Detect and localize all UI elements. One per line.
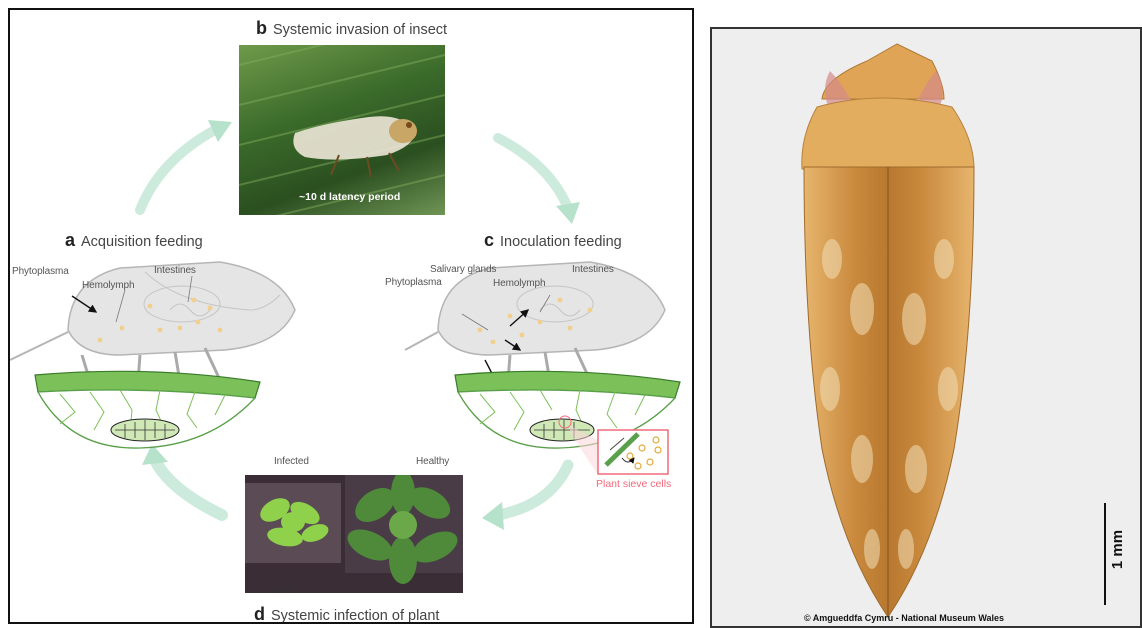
insect-photo: ~10 d latency period xyxy=(239,45,445,215)
label-hemolymph-left: Hemolymph xyxy=(82,280,134,291)
infected-vs-healthy-plants xyxy=(245,475,463,593)
stage-c-text: Inoculation feeding xyxy=(500,234,622,250)
leaf-section-left xyxy=(35,371,260,448)
stage-d-text: Systemic infection of plant xyxy=(271,608,439,624)
life-cycle-diagram: ~10 d latency period xyxy=(8,8,694,624)
stage-b-title: b Systemic invasion of insect xyxy=(256,18,447,39)
label-plant-sieve-cells: Plant sieve cells xyxy=(596,478,671,490)
label-duration: ~10 d xyxy=(266,585,291,596)
cycle-arrow-b-to-c xyxy=(498,138,580,224)
label-intestines-left: Intestines xyxy=(154,265,196,276)
label-intestines-right: Intestines xyxy=(572,264,614,275)
stage-a-letter: a xyxy=(65,230,75,250)
label-infected: Infected xyxy=(274,456,309,467)
scale-bar-label: 1 mm xyxy=(1109,530,1126,569)
stage-c-title: c Inoculation feeding xyxy=(484,230,622,251)
stage-b-letter: b xyxy=(256,18,267,38)
cycle-arrow-c-to-d xyxy=(482,465,568,530)
stage-d-letter: d xyxy=(254,604,265,624)
label-phytoplasma-left: Phytoplasma xyxy=(12,266,69,277)
leafhopper-specimen xyxy=(712,29,1142,628)
cycle-arrow-a-to-b xyxy=(140,120,232,210)
stage-a-title: a Acquisition feeding xyxy=(65,230,203,251)
stage-a-text: Acquisition feeding xyxy=(81,234,203,250)
scale-bar xyxy=(1104,503,1106,605)
specimen-photo-panel: 1 mm © Amgueddfa Cymru - National Museum… xyxy=(710,27,1142,628)
latency-period-caption: ~10 d latency period xyxy=(299,191,400,203)
photo-credit: © Amgueddfa Cymru - National Museum Wale… xyxy=(804,613,1004,623)
plant-photo xyxy=(245,475,463,593)
label-hemolymph-right: Hemolymph xyxy=(493,278,545,289)
stage-b-text: Systemic invasion of insect xyxy=(273,22,447,38)
plant-sieve-cells-inset xyxy=(598,430,668,474)
label-healthy: Healthy xyxy=(416,456,449,467)
cycle-arrow-d-to-a xyxy=(142,444,222,515)
label-salivary-glands: Salivary glands xyxy=(430,264,496,275)
label-phytoplasma-right: Phytoplasma xyxy=(385,277,442,288)
stage-d-title: d Systemic infection of plant xyxy=(254,604,439,624)
stage-c-letter: c xyxy=(484,230,494,250)
leafhopper-on-leaf xyxy=(239,45,445,215)
